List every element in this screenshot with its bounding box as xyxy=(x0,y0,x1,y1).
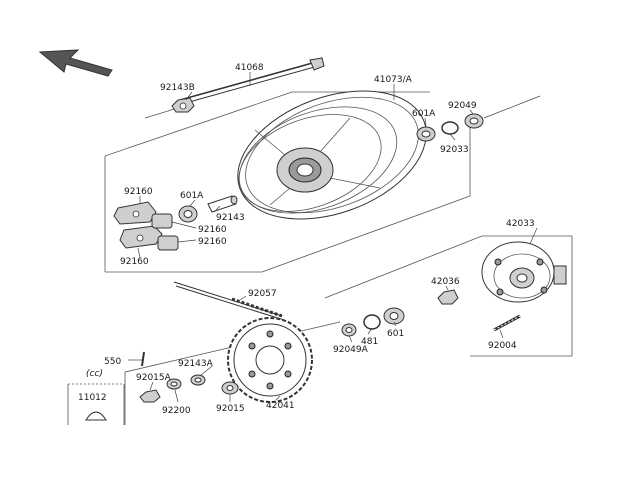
oil-seal-92049 xyxy=(464,113,484,129)
wheel-rim xyxy=(237,90,427,220)
label-92015a: 92015A xyxy=(136,373,172,383)
oil-seal-92049a xyxy=(341,323,357,337)
circlip-481 xyxy=(363,314,381,330)
label-92049a: 92049A xyxy=(333,345,369,355)
label-92160-a: 92160 xyxy=(124,187,153,197)
label-92143a: 92143A xyxy=(178,359,214,369)
label-92015: 92015 xyxy=(216,404,245,414)
bearing-601a-left xyxy=(178,205,198,223)
cap-11012-box xyxy=(67,383,125,425)
circlip-92033 xyxy=(441,121,459,135)
sprocket-hub xyxy=(481,241,567,303)
label-601a-left: 601A xyxy=(180,191,204,201)
axle-nut xyxy=(171,97,195,113)
label-cc-note: (cc) xyxy=(86,369,103,379)
leader-lines xyxy=(128,72,538,403)
washer-92200 xyxy=(166,378,182,390)
label-42033: 42033 xyxy=(506,219,535,229)
hub-stud-92004 xyxy=(493,314,521,332)
label-92057: 92057 xyxy=(248,289,277,299)
wheel-assembly-frame xyxy=(104,91,471,273)
label-601: 601 xyxy=(387,329,404,339)
rear-sprocket xyxy=(227,317,313,403)
hub-assembly-frame xyxy=(324,235,573,357)
nut-92015 xyxy=(221,381,239,395)
label-92033: 92033 xyxy=(440,145,469,155)
label-601a-top: 601A xyxy=(412,109,436,119)
label-92200: 92200 xyxy=(162,406,191,416)
drive-chain xyxy=(173,281,285,321)
hub-nut-42036 xyxy=(437,289,459,305)
label-92004: 92004 xyxy=(488,341,517,351)
label-550: 550 xyxy=(104,357,121,367)
label-41073a: 41073/A xyxy=(374,75,413,85)
label-11012: 11012 xyxy=(78,393,107,403)
label-92049: 92049 xyxy=(448,101,477,111)
label-42041: 42041 xyxy=(266,401,295,411)
label-41068: 41068 xyxy=(235,63,264,73)
cotter-pin-550 xyxy=(141,351,145,367)
bearing-601 xyxy=(383,307,405,325)
bearing-601a-top xyxy=(416,126,436,142)
nut-92015a xyxy=(139,389,161,403)
direction-arrow-icon xyxy=(38,49,113,77)
spacer-92143 xyxy=(207,195,238,213)
label-42036: 42036 xyxy=(431,277,460,287)
damper-group xyxy=(113,201,179,251)
label-92160-c: 92160 xyxy=(198,237,227,247)
label-92160-b: 92160 xyxy=(198,225,227,235)
washer-92143a xyxy=(190,374,206,386)
label-92160-d: 92160 xyxy=(120,257,149,267)
label-481: 481 xyxy=(361,337,378,347)
label-92143b: 92143B xyxy=(160,83,195,93)
label-92143: 92143 xyxy=(216,213,245,223)
